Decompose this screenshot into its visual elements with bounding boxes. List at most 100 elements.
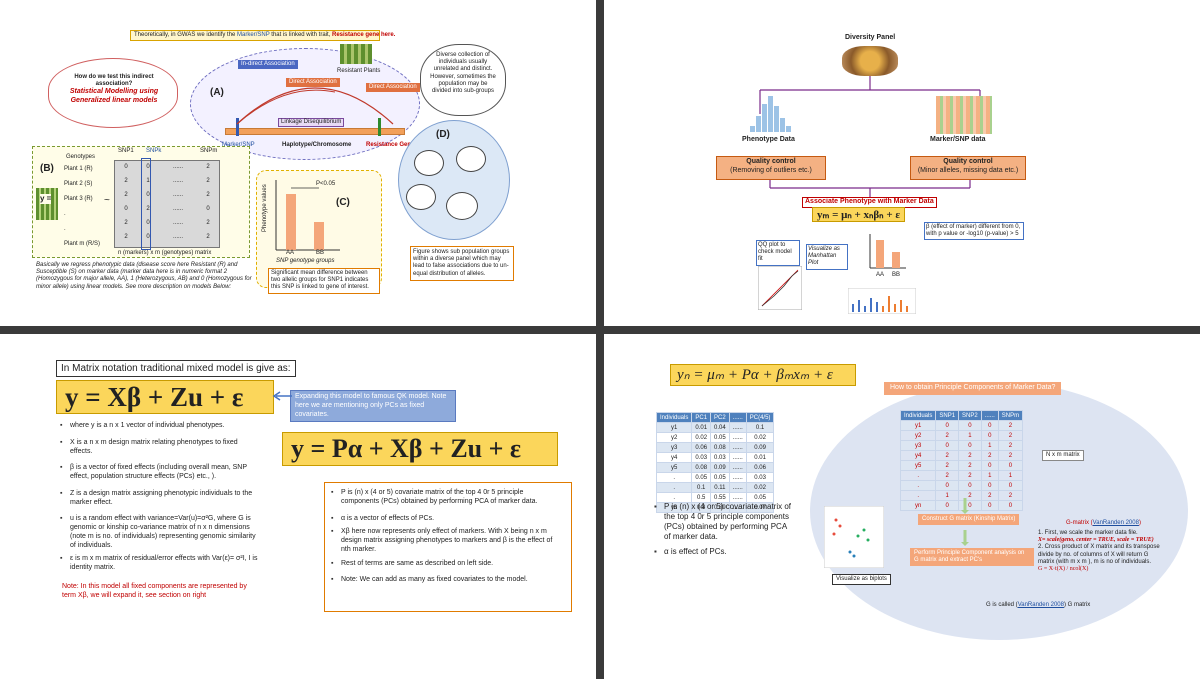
- bullet-item: P is (n) x (4 or 5) covariate matrix of …: [654, 502, 792, 542]
- table-cell: 0.06: [691, 442, 712, 453]
- table-cell: 2: [958, 460, 982, 471]
- table-cell: y3: [655, 442, 693, 453]
- table-cell: 0: [935, 500, 960, 511]
- matrix-cell: ......: [172, 234, 183, 240]
- table-cell: yn: [899, 500, 937, 511]
- table-header-cell: SNP1: [935, 410, 960, 421]
- table-cell: 0.04: [710, 422, 730, 433]
- table-header-cell: PC1: [691, 412, 712, 423]
- plant-row: Plant m (R/S): [64, 241, 101, 247]
- matrix-cell: 2: [206, 220, 210, 226]
- table-cell: 1: [997, 470, 1024, 481]
- table-cell: 1: [980, 440, 999, 451]
- table-cell: 0.03: [745, 472, 775, 483]
- linkage-disequilibrium: Linkage Disequilibrium: [278, 118, 345, 128]
- table-cell: ......: [728, 422, 747, 433]
- table-cell: .: [655, 492, 693, 503]
- step2: 2. Cross product of X matrix and its tra…: [1038, 544, 1160, 565]
- table-cell: y2: [899, 430, 937, 441]
- tilde: ~: [104, 195, 110, 206]
- table-cell: y2: [655, 432, 693, 443]
- table-cell: 2: [935, 460, 960, 471]
- plant-row: .: [64, 211, 66, 217]
- table-cell: 0.02: [745, 432, 775, 443]
- snpk-head: SNPk: [146, 148, 162, 154]
- diversity-panel-image: [842, 46, 898, 76]
- table-cell: 2: [997, 440, 1024, 451]
- g-matrix-label: G-matrix (VanRanden 2008): [1066, 520, 1141, 526]
- table-cell: 1: [958, 430, 982, 441]
- assoc-bar-plot: [869, 234, 906, 269]
- g-formula: G = X·t(X) / ncol(X): [1038, 565, 1089, 572]
- table-cell: 1: [980, 470, 999, 481]
- table-header-cell: SNP2: [958, 410, 982, 421]
- table-cell: 0.01: [745, 452, 775, 463]
- table-cell: y3: [899, 440, 937, 451]
- assoc-bb: BB: [892, 272, 901, 278]
- table-cell: 0.03: [710, 452, 730, 463]
- cloud-line3: Statistical Modelling using: [69, 88, 159, 96]
- snpm-head: SNPm: [200, 148, 218, 154]
- marker-data-image: [936, 96, 992, 134]
- resistant-plants-label: Resistant Plants: [337, 68, 381, 74]
- table-header-cell: Individuals: [655, 412, 693, 423]
- c-bar-chart: [275, 180, 340, 251]
- table-cell: ......: [728, 472, 747, 483]
- slide-gwas-overview: Theoretically, in GWAS we identify the M…: [0, 0, 596, 326]
- pc-bullets: P is (n) x (4 or 5) covariate matrix of …: [654, 502, 792, 562]
- chromosome-bar: [225, 128, 405, 135]
- c-note: Significant mean difference between two …: [268, 268, 380, 294]
- c-pvalue: P<0.05: [316, 181, 336, 187]
- matrix-cell: 2: [146, 206, 150, 212]
- table-header-cell: ......: [980, 410, 999, 421]
- matrix-cell: ......: [172, 192, 183, 198]
- table-header-cell: PC(4/5): [745, 412, 775, 423]
- bullet-item: α is a vector of effects of PCs.: [331, 515, 563, 524]
- direct-association-2: Direct Association: [366, 83, 420, 93]
- label-a: (A): [210, 87, 224, 98]
- phenotype-data-label: Phenotype Data: [742, 136, 795, 143]
- table-cell: .: [655, 472, 693, 483]
- table-cell: ......: [728, 492, 747, 503]
- d-note: Figure shows sub population groups withi…: [410, 246, 514, 281]
- diverse-cloud: [420, 44, 506, 116]
- qc2-sub: (Minor alleles, missing data etc.): [917, 166, 1019, 174]
- table-cell: 0.06: [745, 462, 775, 473]
- matrix-cell: 2: [206, 234, 210, 240]
- qq-plot: [758, 266, 802, 310]
- plant-row: .: [64, 226, 66, 232]
- table-cell: 2: [958, 470, 982, 481]
- indirect-association: In-direct Association: [238, 60, 298, 70]
- bar-bb: [314, 222, 324, 250]
- bullet-item: u is a random effect with variance=Var(u…: [60, 515, 262, 550]
- matrix-cell: 2: [206, 164, 210, 170]
- subpop-3: [406, 184, 436, 210]
- biplot-label: Visualize as biplots: [832, 574, 891, 586]
- y-equals: y =: [40, 194, 52, 204]
- table-cell: 0: [980, 430, 999, 441]
- matrix-cell: 0: [124, 164, 128, 170]
- matrix-cell: 0: [146, 164, 150, 170]
- table-header-cell: ......: [728, 412, 747, 423]
- label-d: (D): [436, 129, 450, 140]
- left-bullets: where y is a n x 1 vector of individual …: [60, 422, 262, 600]
- matrix-cell: 0: [124, 206, 128, 212]
- diverse-text: Diverse collection of individuals usuall…: [430, 52, 496, 94]
- plant-row: Plant 2 (S): [64, 181, 93, 187]
- table-cell: 0: [935, 440, 960, 451]
- expanding-note: Expanding this model to famous QK model.…: [290, 390, 456, 423]
- qc2-title: Quality control: [943, 158, 993, 165]
- table-header-cell: PC2: [710, 412, 730, 423]
